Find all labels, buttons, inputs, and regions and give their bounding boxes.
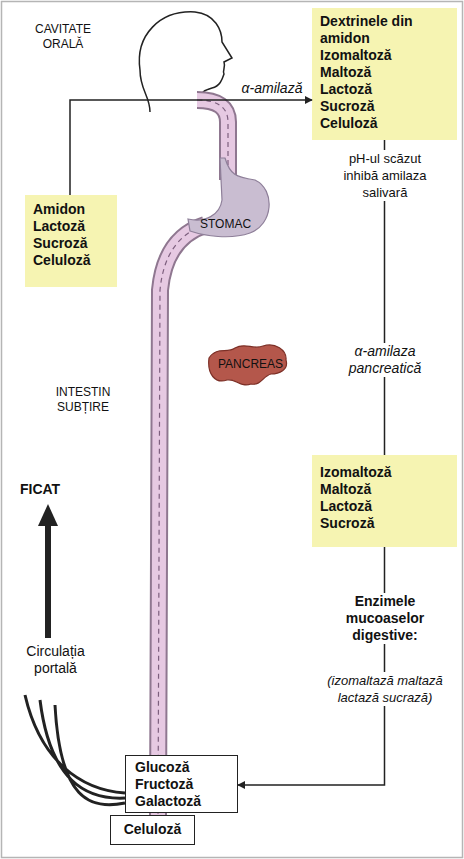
- product-box: GlucozăFructozăGalactoză: [125, 755, 238, 813]
- product-box: IzomaltozăMaltozăLactozăSucroză: [312, 455, 457, 547]
- product-box: Celuloză: [110, 815, 195, 845]
- organ-name: PANCREAS: [218, 357, 283, 371]
- portal-vessels: [25, 695, 125, 805]
- node-text: Celuloză: [115, 821, 190, 838]
- product-box: AmidonLactozăSucrozăCeluloză: [25, 195, 117, 287]
- liver-arrow-shaft: [45, 522, 51, 638]
- enzyme-list: (izomaltază maltază lactază sucrază): [322, 672, 448, 706]
- node-text: Sucroză: [320, 515, 449, 532]
- node-text: Izomaltoză: [320, 47, 449, 64]
- node-text: Lactoză: [320, 498, 449, 515]
- node-text: Lactoză: [33, 218, 109, 235]
- note-label: pH-ul scăzut inhibă amilaza salivară: [330, 150, 440, 201]
- node-text: Maltoză: [320, 481, 449, 498]
- tube-center-line: [158, 100, 228, 820]
- stomach-shape: STOMAC: [180, 155, 275, 240]
- liver-arrow-head: [38, 504, 58, 526]
- organ-label: FICAT: [20, 482, 80, 497]
- node-text: Celuloză: [320, 115, 449, 132]
- organ-name: STOMAC: [200, 217, 251, 231]
- node-text: Fructoză: [135, 776, 228, 793]
- stomach-path: [188, 158, 269, 237]
- intestine-outline: [158, 225, 205, 820]
- node-text: Sucroză: [320, 98, 449, 115]
- node-text: Sucroză: [33, 235, 109, 252]
- vessel-label: Circulația portală: [8, 643, 103, 677]
- node-text: Galactoză: [135, 793, 228, 810]
- connector-label: α-amilază: [232, 80, 312, 97]
- flow-connector: [70, 100, 312, 195]
- node-text: Dextrinele din amidon: [320, 13, 449, 47]
- product-box: Dextrinele din amidonIzomaltozăMaltozăLa…: [312, 8, 457, 140]
- node-text: Amidon: [33, 201, 109, 218]
- node-text: Maltoză: [320, 64, 449, 81]
- pancreas-shape: PANCREAS: [205, 340, 290, 390]
- flow-connector: [238, 547, 385, 785]
- intestine: [158, 225, 205, 820]
- node-text: Glucoză: [135, 759, 228, 776]
- pancreas-path: [209, 345, 287, 385]
- connector-label: α-amilaza pancreatică: [325, 343, 445, 377]
- region-label: CAVITATE ORALĂ: [18, 22, 108, 52]
- connector-label: Enzimele mucoaselor digestive:: [318, 593, 452, 644]
- node-text: Izomaltoză: [320, 464, 449, 481]
- node-text: Celuloză: [33, 252, 109, 269]
- region-label: INTESTIN SUBȚIRE: [38, 385, 128, 415]
- node-text: Lactoză: [320, 81, 449, 98]
